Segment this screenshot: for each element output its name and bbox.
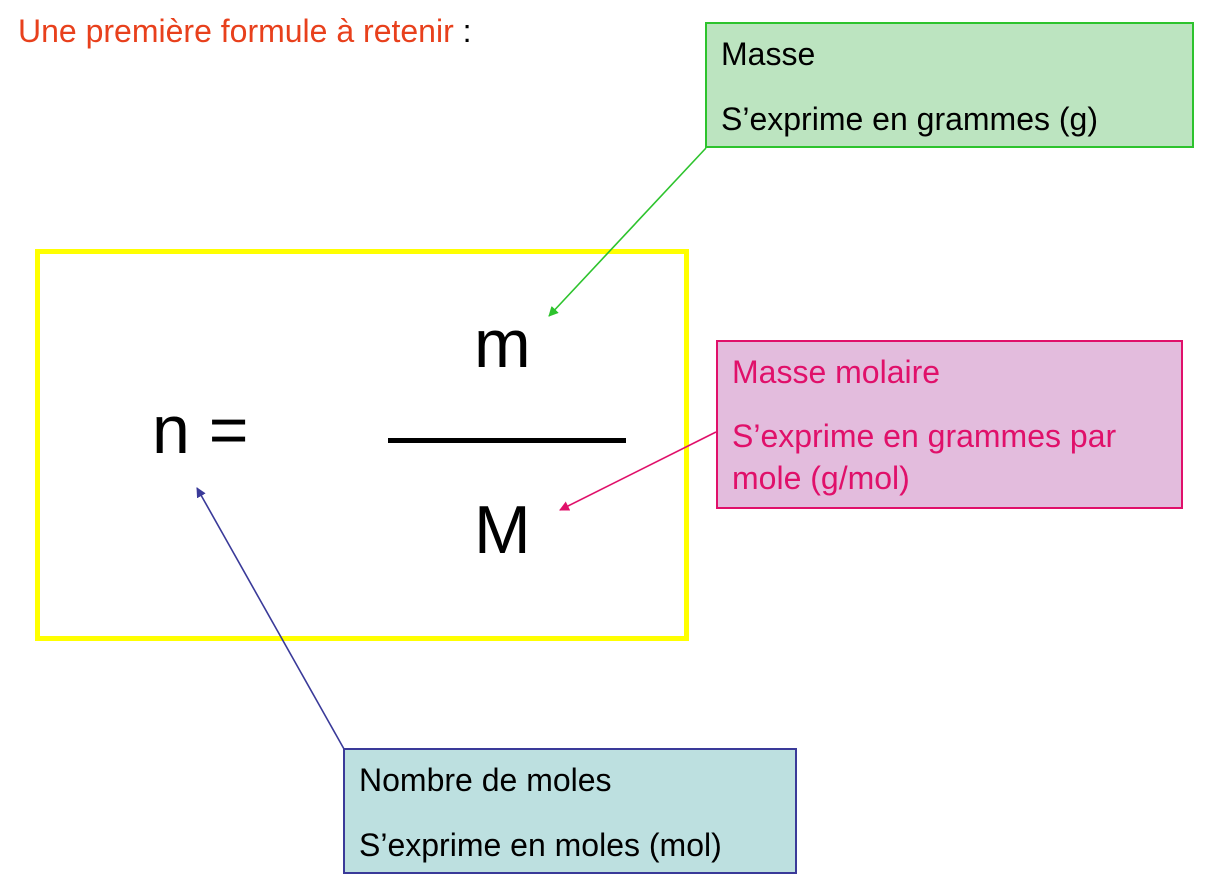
- fraction-bar: [388, 438, 626, 443]
- note-masse-molaire-unit: S’exprime en grammes par mole (g/mol): [732, 418, 1117, 496]
- formula-denominator: M: [474, 492, 531, 568]
- note-nombre-moles-title: Nombre de moles: [359, 762, 612, 798]
- formula-box: [35, 249, 689, 641]
- note-masse-unit: S’exprime en grammes (g): [721, 101, 1098, 137]
- title-text: Une première formule à retenir: [18, 13, 454, 49]
- note-nombre-moles-unit: S’exprime en moles (mol): [359, 827, 722, 863]
- note-masse-title: Masse: [721, 36, 816, 72]
- note-masse: Masse S’exprime en grammes (g): [705, 22, 1194, 148]
- note-masse-molaire: Masse molaire S’exprime en grammes par m…: [716, 340, 1183, 509]
- note-masse-molaire-title: Masse molaire: [732, 354, 941, 390]
- note-nombre-moles: Nombre de moles S’exprime en moles (mol): [343, 748, 797, 874]
- page-title: Une première formule à retenir :: [18, 10, 472, 52]
- formula-lhs: n =: [152, 392, 249, 468]
- formula-numerator: m: [474, 306, 531, 382]
- title-colon: :: [453, 13, 472, 49]
